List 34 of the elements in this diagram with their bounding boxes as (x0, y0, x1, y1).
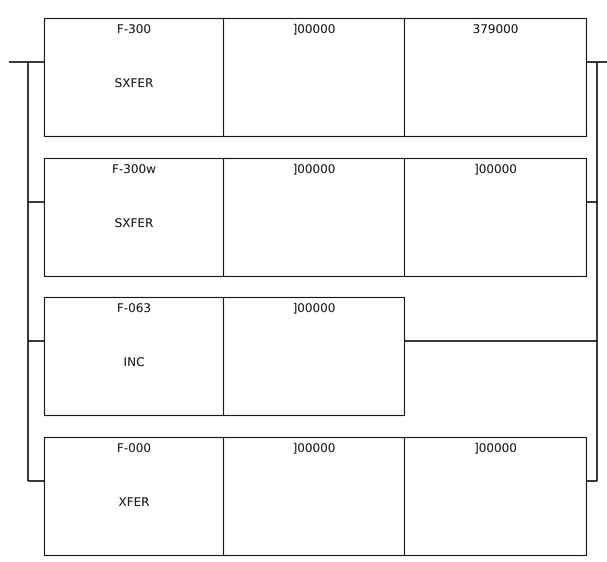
operand-value: 379000 (472, 22, 520, 36)
instruction-name: SXFER (114, 216, 154, 230)
operand-cell (223, 297, 405, 416)
operand-value: ]00000 (292, 162, 336, 176)
operand-cell (223, 18, 405, 137)
operand-cell (223, 437, 405, 556)
function-block (44, 158, 224, 277)
function-block (44, 297, 224, 416)
operand-value: ]00000 (473, 441, 518, 455)
rung-wire (28, 61, 44, 63)
instruction-name: XFER (117, 495, 151, 509)
operand-value: ]00000 (292, 22, 336, 36)
function-number: F-000 (116, 441, 152, 455)
function-block (44, 437, 224, 556)
rung-wire (405, 340, 597, 342)
instruction-name: SXFER (114, 76, 154, 90)
function-block (44, 18, 224, 137)
rung-wire (28, 340, 44, 342)
rung-wire (587, 480, 597, 482)
function-number: F-300w (111, 162, 157, 176)
operand-value: ]00000 (292, 441, 336, 455)
operand-cell (404, 437, 587, 556)
operand-value: ]00000 (473, 162, 518, 176)
rung-wire (587, 201, 597, 203)
rung-wire (28, 201, 44, 203)
function-number: F-300 (116, 22, 152, 36)
rung-wire (28, 480, 44, 482)
instruction-name: INC (122, 355, 146, 369)
function-number: F-063 (116, 301, 152, 315)
operand-cell (223, 158, 405, 277)
operand-cell (404, 18, 587, 137)
operand-value: ]00000 (292, 301, 336, 315)
rung-wire (587, 61, 597, 63)
operand-cell (404, 158, 587, 277)
